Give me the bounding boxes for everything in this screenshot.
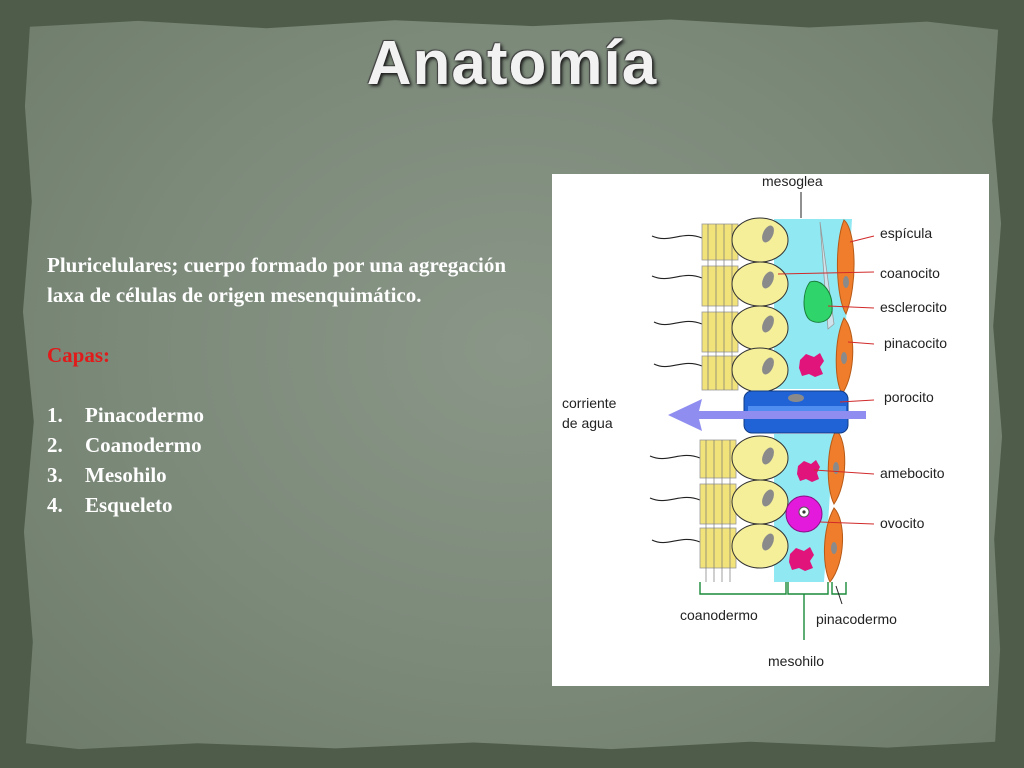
collars-lower (699, 439, 737, 569)
label-pinacodermo: pinacodermo (816, 611, 897, 627)
layer-number: 3. (47, 463, 63, 487)
label-porocito: porocito (884, 389, 934, 405)
choanocyte (731, 305, 789, 351)
sponge-anatomy-diagram: mesoglea espícula coanocito esclerocito … (552, 174, 989, 686)
label-coanodermo: coanodermo (680, 607, 758, 623)
collar-stripes-lower (705, 440, 731, 582)
flagella-upper (651, 234, 703, 368)
content-text: Pluricelulares; cuerpo formado por una a… (47, 250, 537, 520)
slide-title: Anatomía (366, 29, 658, 98)
choanocytes-upper (731, 217, 789, 393)
label-ovocito: ovocito (880, 515, 925, 531)
choanocytes-lower (731, 435, 789, 569)
choanocyte (731, 479, 789, 525)
choanocyte-nuclei-lower (762, 447, 774, 551)
layer-label: Esqueleto (85, 493, 173, 517)
label-pinacocito: pinacocito (884, 335, 947, 351)
layer-number: 1. (47, 403, 63, 427)
collar-stripes-upper (707, 224, 733, 390)
leader-lines (777, 235, 875, 525)
choanocyte (731, 435, 789, 481)
label-coanocito: coanocito (880, 265, 940, 281)
water-current-arrow (668, 399, 866, 431)
choanocyte-nuclei-upper (762, 225, 774, 375)
choanocyte (731, 217, 789, 263)
label-corriente: corriente (562, 395, 617, 411)
choanocyte (731, 523, 789, 569)
oocyte-nucleolus (802, 510, 806, 514)
label-esclerocito: esclerocito (880, 299, 947, 315)
amoebocyte (799, 353, 824, 377)
amoebocyte (797, 460, 820, 482)
layer-label: Pinacodermo (85, 403, 204, 427)
label-mesoglea: mesoglea (762, 174, 823, 189)
amoebocyte (789, 547, 814, 571)
layer-brackets (699, 582, 847, 640)
flagella-lower (649, 454, 701, 544)
label-mesohilo: mesohilo (768, 653, 824, 669)
layer-number: 4. (47, 493, 63, 517)
label-amebocito: amebocito (880, 465, 945, 481)
choanocyte (731, 347, 789, 393)
layer-item: 3. Mesohilo (47, 460, 537, 490)
layers-list: 1. Pinacodermo 2. Coanodermo 3. Mesohilo 4.… (47, 400, 537, 520)
layer-item: 4. Esqueleto (47, 490, 537, 520)
diagram-svg: mesoglea espícula coanocito esclerocito … (562, 174, 947, 669)
choanocyte (731, 261, 789, 307)
pinacodermo-leader (835, 585, 843, 605)
description-text: Pluricelulares; cuerpo formado por una a… (47, 253, 507, 307)
layer-item: 1. Pinacodermo (47, 400, 537, 430)
layer-item: 2. Coanodermo (47, 430, 537, 460)
sclerocyte (803, 280, 833, 323)
layer-label: Mesohilo (85, 463, 167, 487)
porocyte-nucleus (788, 394, 804, 402)
layer-number: 2. (47, 433, 63, 457)
label-de-agua: de agua (562, 415, 613, 431)
capas-heading: Capas: (47, 343, 111, 367)
pinacocyte (837, 219, 855, 316)
pinacocyte-nuclei (831, 276, 849, 554)
label-espicula: espícula (880, 225, 932, 241)
layer-label: Coanodermo (85, 433, 202, 457)
